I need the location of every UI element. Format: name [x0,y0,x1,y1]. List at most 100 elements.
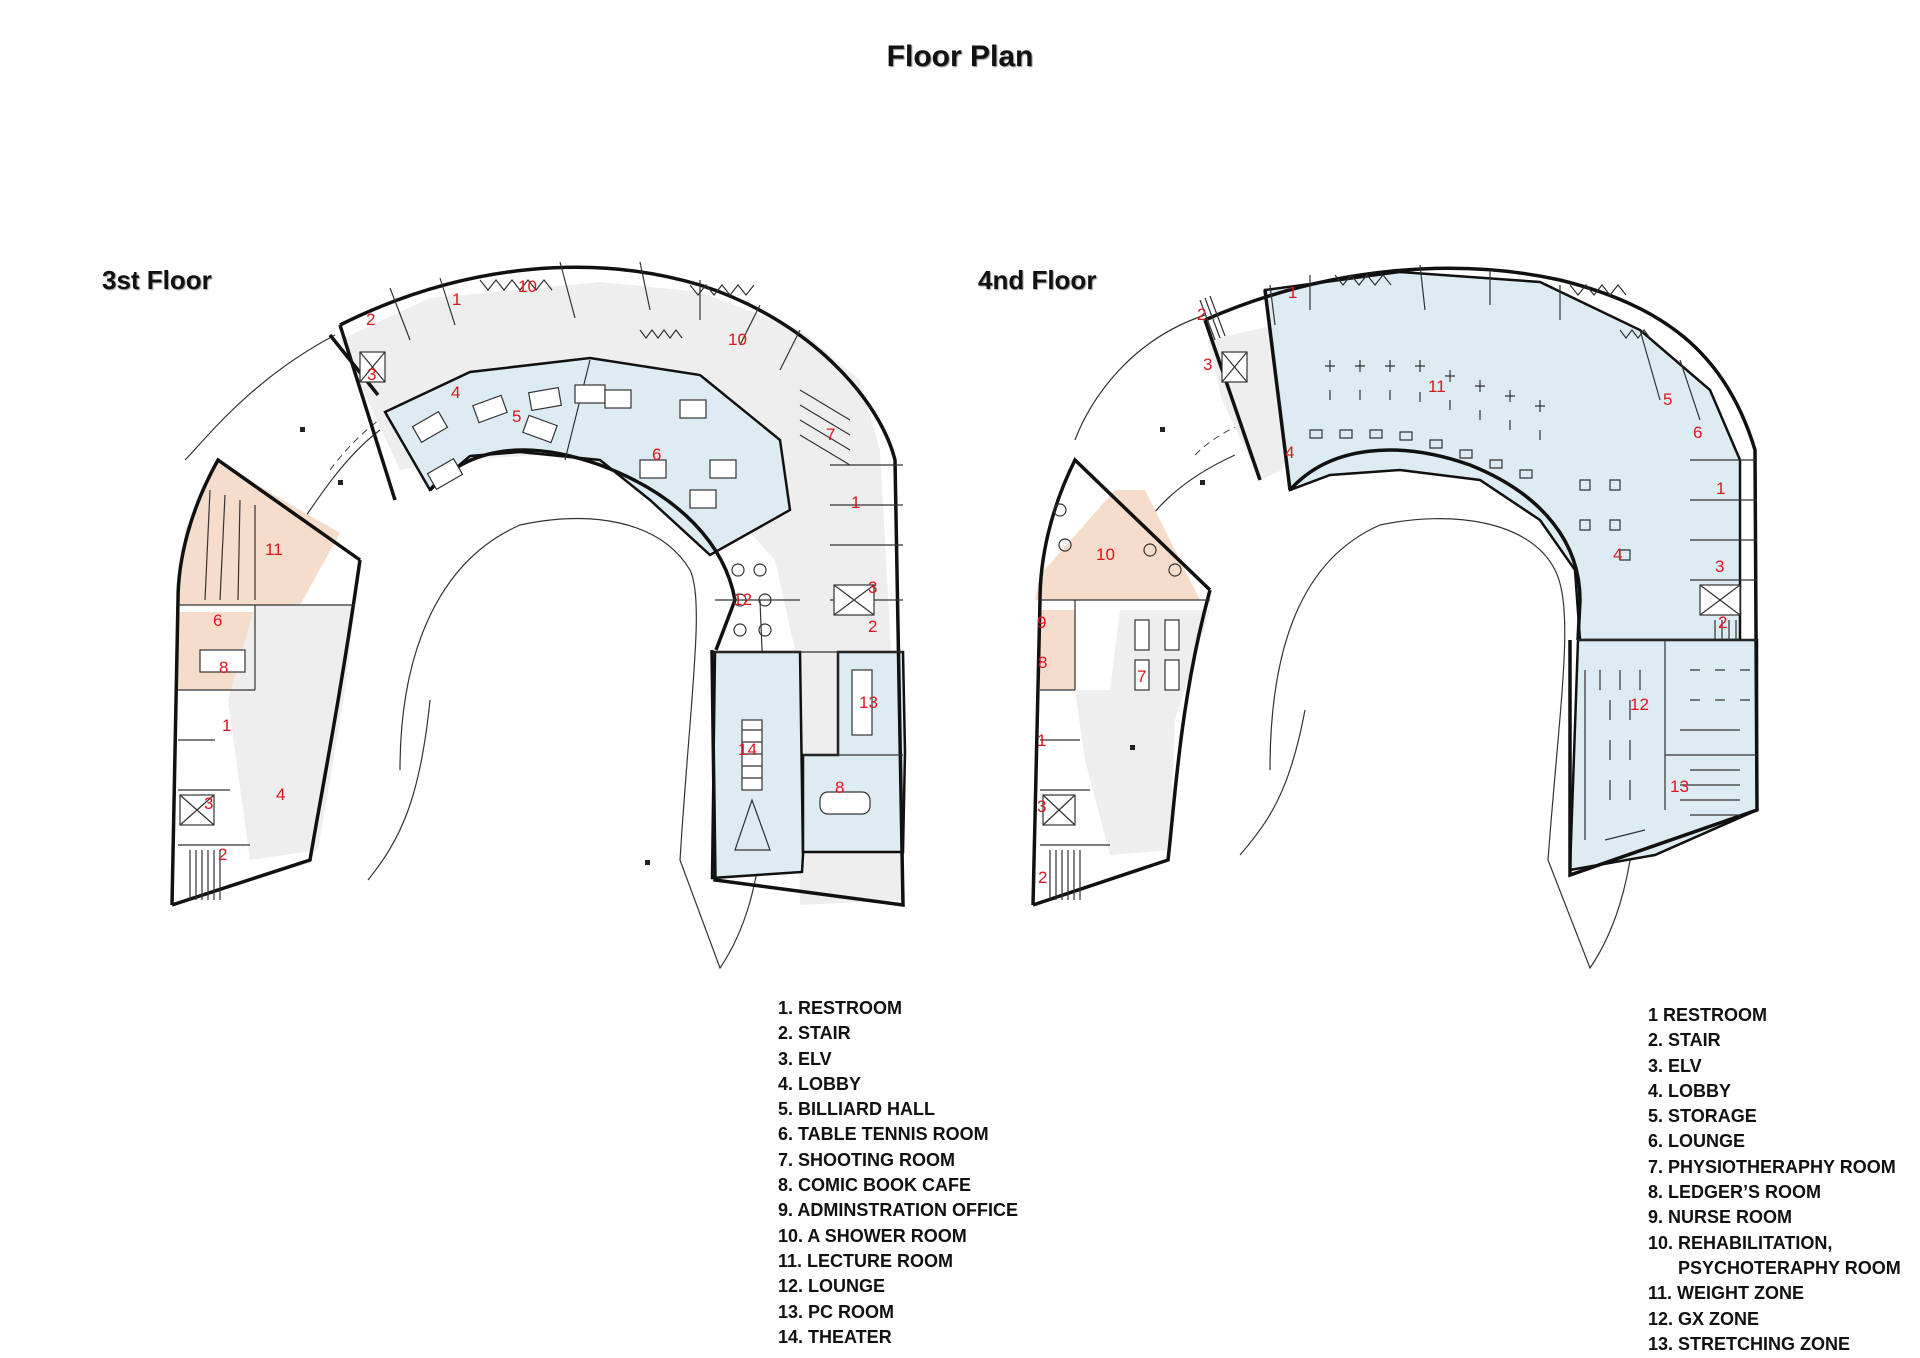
legend-item: PSYCHOTERAPHY ROOM [1648,1257,1901,1278]
floor-3-room-labels: 1 10 2 3 4 5 10 6 7 1 11 3 6 2 12 8 13 1… [204,277,878,864]
floor-3-label: 1 [222,716,231,735]
legend-item: 11. LECTURE ROOM [778,1250,954,1271]
legend-item: 2. STAIR [1648,1030,1721,1051]
floor-3-label: 12 [733,590,752,609]
floor-4-label: 7 [1137,667,1146,686]
legend-item: 11. WEIGHT ZONE [1648,1283,1805,1304]
floor-3-label: 2 [366,310,375,329]
floor-4-label: 8 [1038,653,1047,672]
floor-3-label: 2 [218,845,227,864]
floor-4-label: 2 [1197,305,1206,324]
floor-4-label: 1 [1037,731,1046,750]
floor-4-title: 4nd Floor [978,265,1097,295]
legend-item: 13. PC ROOM [778,1301,895,1322]
legend-item: 1 RESTROOM [1648,1005,1768,1025]
floor-3-plan: 1 10 2 3 4 5 10 6 7 1 11 3 6 2 12 8 13 1… [170,261,907,970]
floor-4-physiotherapy-beds [1134,619,1180,691]
floor-3-lecture-room-zone [178,462,340,605]
floor-3-room-partitions [178,261,903,846]
floor-3-label: 1 [452,290,461,309]
legend-item: 8. LEDGER’S ROOM [1648,1182,1822,1203]
legend-item: 9. ADMINSTRATION OFFICE [778,1200,1018,1221]
legend-item: 10. A SHOWER ROOM [778,1225,967,1246]
floor-3-courtyard-outline [399,518,766,970]
floor-3-label: 1 [851,493,860,512]
floor-4-label: 3 [1715,557,1724,576]
floor-3-billiard-tables [411,384,606,491]
floor-4-weight-machines [1309,360,1631,561]
page-title: Floor Plan [886,40,1034,73]
legend-item: 8. COMIC BOOK CAFE [778,1175,972,1196]
legend-item: 4. LOBBY [778,1073,862,1094]
floor-3-label: 10 [728,330,747,349]
floor-4-label: 1 [1288,283,1297,302]
floor-3-lecture-seats [204,489,256,601]
floor-3-label: 7 [826,425,835,444]
floor-3-inner-wall [428,448,737,651]
floor-4-rehabilitation-zone [1035,490,1200,600]
floor-3-lobby [228,605,355,860]
floor-3-label: 3 [367,365,376,384]
floor-3-inner-dashed-arc [329,394,421,471]
floor-3-label: 11 [265,540,283,559]
floor-3-pc-desks [851,669,873,736]
floor-3-label: 4 [451,383,460,402]
legend-item: 13. STRETCHING ZONE [1648,1333,1851,1354]
floor-4-label: 13 [1670,777,1689,796]
floor-3-label: 4 [276,785,285,804]
floor-4-label: 6 [1693,423,1702,442]
floor-3-comic-tables [819,791,871,815]
floor-3-theater-seating [734,719,771,851]
floor-3-label: 10 [518,277,537,296]
floor-3-lounge-seating [731,563,772,637]
floor-3-shower-stalls [479,279,755,339]
legend-item: 3. ELV [1648,1055,1702,1076]
floor-3-shooting-lanes [799,389,851,466]
floor-3-columns [300,427,650,865]
floor-4-label: 2 [1038,868,1047,887]
legend-item: 6. LOUNGE [1648,1131,1746,1152]
floor-4-north-wall [1203,289,1292,491]
floor-4-label: 11 [1428,377,1446,396]
legend-item: 3. ELV [778,1048,832,1069]
legend-item: 7. PHYSIOTHERAPHY ROOM [1648,1156,1896,1177]
floor-4-label: 4 [1285,443,1294,462]
floor-4-label: 4 [1613,545,1622,564]
floor-4-label: 12 [1630,695,1649,714]
floor-4-core [1042,295,1741,900]
floor-4-inner-wall [1288,448,1582,641]
floor-3-office-table [199,649,246,673]
floor-4-plan: 1 2 3 11 5 4 6 1 10 4 3 2 9 8 7 12 1 13 … [1031,264,1759,970]
legend-item: 10. REHABILITATION, [1648,1232,1833,1253]
floor-4-label: 3 [1203,355,1212,374]
floor-4-label: 9 [1037,613,1046,632]
floor-3-label: 13 [859,693,878,712]
legend-item: 5. STORAGE [1648,1106,1757,1127]
floor-3-label: 8 [835,778,844,797]
floor-3-label: 6 [213,611,222,630]
floor-4-rehab-seating [1053,503,1182,577]
floor-3-core [179,351,875,900]
floor-3-label: 5 [512,407,521,426]
floor-3-label: 6 [652,445,661,464]
floor-4-inner-dashed-arc [1194,414,1271,456]
floor-4-room-partitions [1040,264,1757,846]
floor-4-outer-wall [1031,266,1759,907]
floor-4-columns [1130,427,1205,750]
legend-item: 12. LOUNGE [778,1276,886,1297]
floor-3-label: 8 [219,658,228,677]
legend-item: 1. RESTROOM [778,998,903,1018]
legend-item: 6. TABLE TENNIS ROOM [778,1124,989,1145]
floor-4-room-labels: 1 2 3 11 5 4 6 1 10 4 3 2 9 8 7 12 1 13 … [1037,283,1727,887]
floor-3-label: 14 [738,740,757,759]
floor-4-gx-equipment [1584,669,1750,841]
floor-4-label: 5 [1663,390,1672,409]
floor-4-label: 3 [1037,797,1046,816]
legend-item: 5. BILLIARD HALL [778,1099,935,1120]
floor-3-title: 3st Floor [102,265,212,295]
legend-item: 7. SHOOTING ROOM [778,1149,956,1170]
floor-3-legend: 1. RESTROOM 2. STAIR 3. ELV 4. LOBBY 5. … [778,996,1018,1350]
floor-4-legend: 1 RESTROOM 2. STAIR 3. ELV 4. LOBBY 5. S… [1648,1003,1901,1357]
floor-3-label: 3 [868,578,877,597]
